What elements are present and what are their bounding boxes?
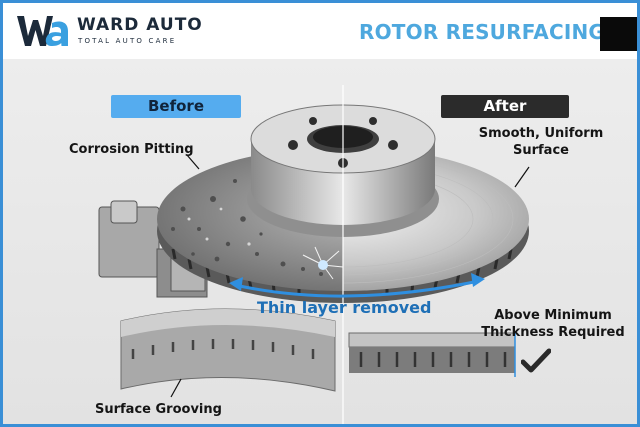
after-label: After: [441, 95, 569, 118]
thickness-inset: [348, 331, 516, 377]
smooth-line-1: Smooth, Uniform: [478, 126, 604, 141]
brand-name: WARD AUTO: [77, 15, 203, 35]
smooth-line-2: Surface: [513, 143, 569, 158]
min-line-1: Above Minimum: [494, 308, 612, 323]
before-label: Before: [111, 95, 241, 118]
grooving-inset: [120, 308, 336, 398]
corner-block: [600, 17, 637, 51]
rotor-illustration: [3, 59, 637, 424]
surface-grooving-label: Surface Grooving: [95, 402, 222, 417]
checkmark-icon: [521, 348, 551, 373]
min-line-2: Thickness Required: [481, 325, 625, 340]
smooth-surface-label: Smooth, Uniform Surface: [473, 125, 609, 159]
brand-tagline: TOTAL AUTO CARE: [78, 37, 177, 45]
thin-layer-label: Thin layer removed: [257, 298, 432, 317]
corrosion-pitting-label: Corrosion Pitting: [69, 142, 194, 157]
page-title: ROTOR RESURFACING: [359, 20, 606, 44]
minimum-thickness-label: Above Minimum Thickness Required: [473, 307, 633, 341]
wa-logo-icon: [17, 16, 68, 46]
header: WARD AUTO TOTAL AUTO CARE ROTOR RESURFAC…: [3, 3, 637, 59]
